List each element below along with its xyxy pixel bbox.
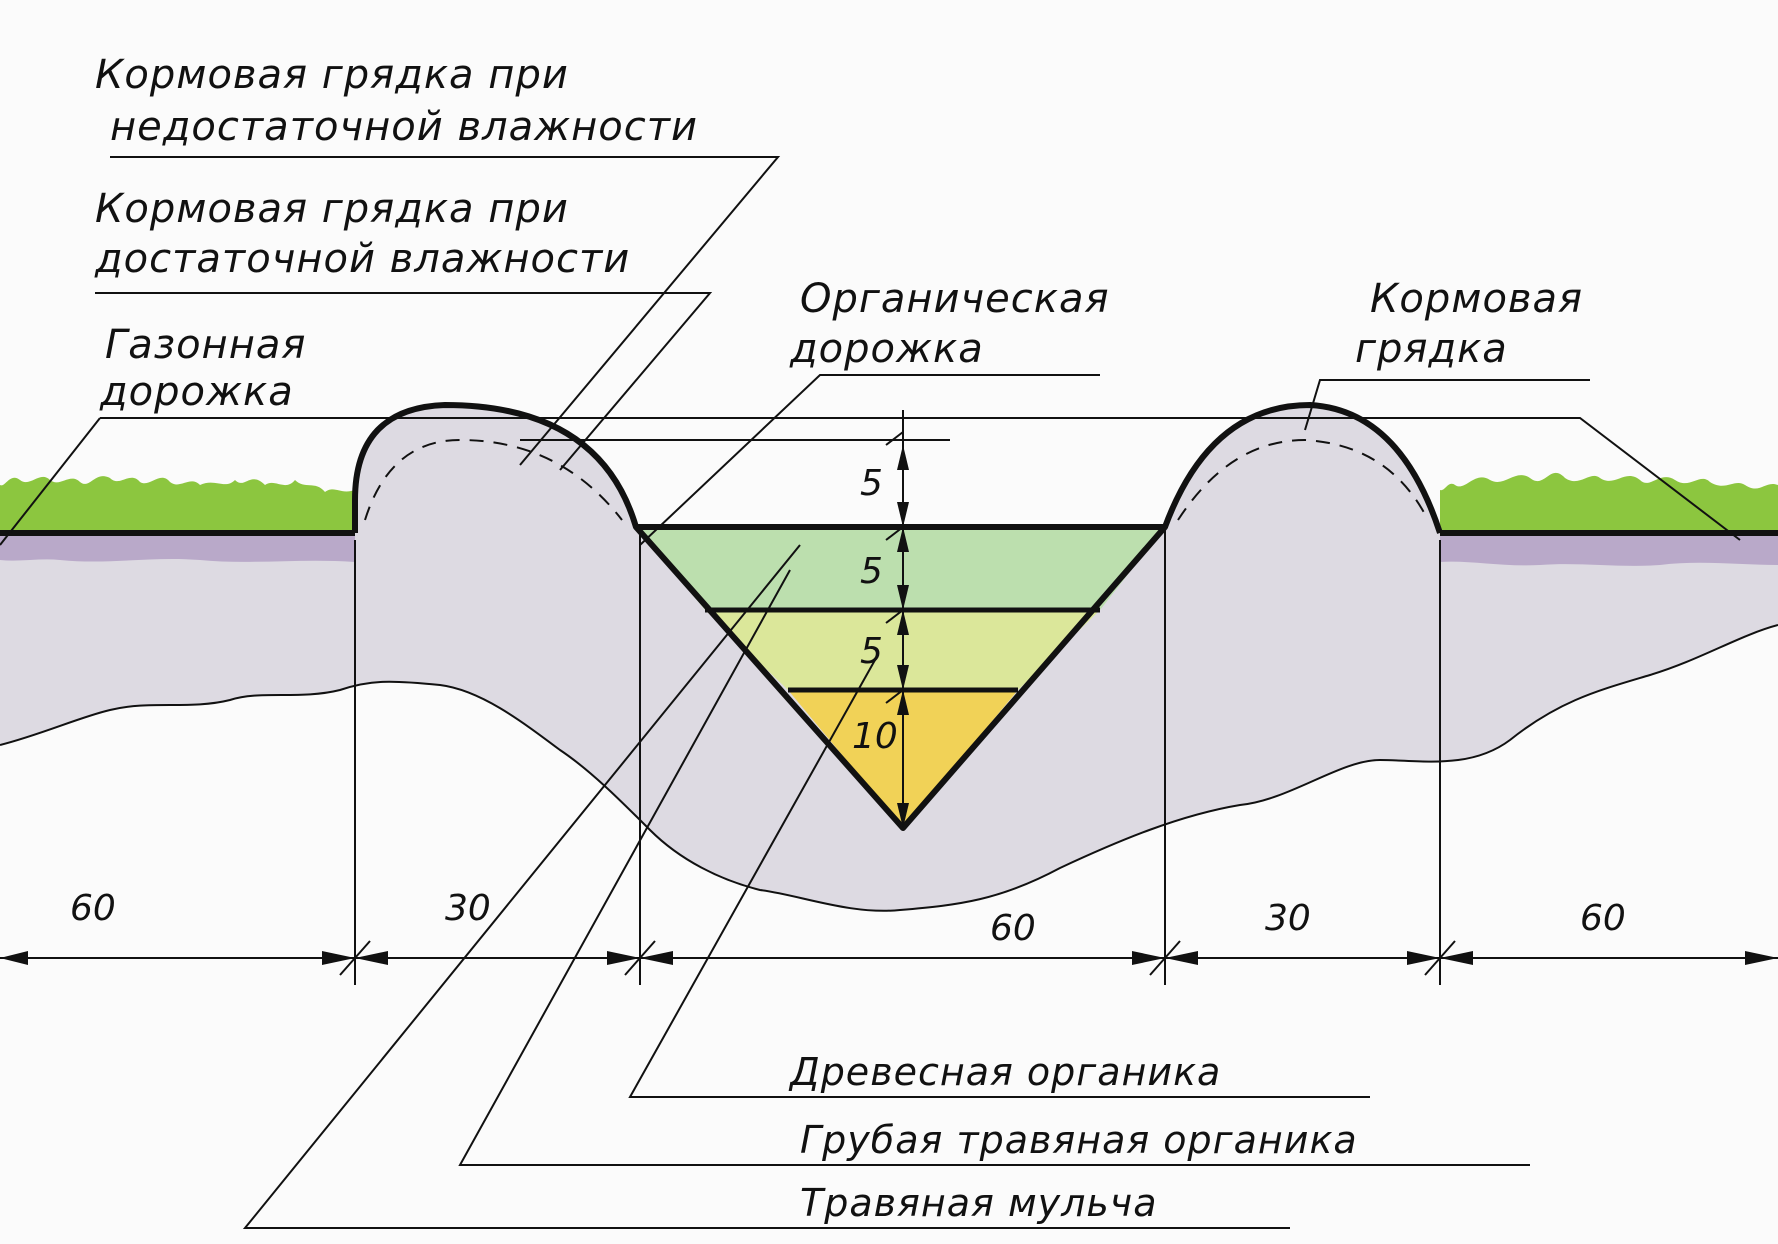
leader-wood: [628, 659, 1370, 1098]
width-label-2: 30: [445, 888, 491, 929]
depth-label-4: 10: [852, 716, 898, 757]
depth-arrows: [897, 445, 909, 828]
subsoil-right: [1440, 533, 1778, 566]
label-lawn-path-line2: дорожка: [99, 369, 294, 415]
leader-coarse: [458, 569, 1530, 1166]
leader-lawn-path: [100, 417, 1741, 541]
grass-left: [0, 476, 355, 533]
leader-feed-bed: [1304, 379, 1590, 431]
label-bed-low-line2: недостаточной влажности: [110, 104, 698, 150]
depth-label-3: 5: [860, 631, 883, 672]
label-bed-enough-line2: достаточной влажности: [94, 236, 630, 282]
width-label-3: 60: [990, 908, 1036, 949]
leader-bed-enough: [95, 292, 713, 471]
label-bed-low-line1: Кормовая грядка при: [95, 52, 569, 98]
soil-outline: [0, 624, 1778, 912]
label-organic-path-line1: Органическая: [800, 276, 1110, 322]
leader-bed-low: [110, 156, 781, 466]
dimension-arrows: [0, 951, 1778, 965]
leader-organic-path: [639, 374, 1100, 546]
depth-label-2: 5: [860, 551, 883, 592]
label-grass-mulch: Травяная мульча: [800, 1181, 1158, 1225]
width-label-4: 30: [1265, 898, 1311, 939]
label-organic-path-line2: дорожка: [789, 326, 984, 372]
label-wood-organics: Древесная органика: [788, 1050, 1221, 1094]
layer-grass-mulch: [636, 527, 1165, 610]
label-coarse-grass-organics: Грубая травяная органика: [800, 1118, 1358, 1162]
leader-mulch: [242, 544, 1290, 1229]
width-label-1: 60: [70, 888, 116, 929]
width-label-5: 60: [1580, 898, 1626, 939]
depth-label-1: 5: [860, 463, 883, 504]
label-feed-bed-line2: грядка: [1355, 326, 1508, 372]
label-lawn-path-line1: Газонная: [105, 322, 306, 368]
subsoil-left: [0, 533, 355, 562]
bed-outline-left: [352, 402, 639, 533]
label-bed-enough-line1: Кормовая грядка при: [95, 186, 569, 232]
grass-right: [1440, 472, 1778, 533]
bed-dashed-left: [364, 438, 623, 521]
v-outline: [633, 524, 1168, 831]
bed-dashed-right: [1177, 438, 1429, 521]
label-feed-bed-line1: Кормовая: [1370, 276, 1583, 322]
bed-outline-right: [1162, 402, 1443, 534]
